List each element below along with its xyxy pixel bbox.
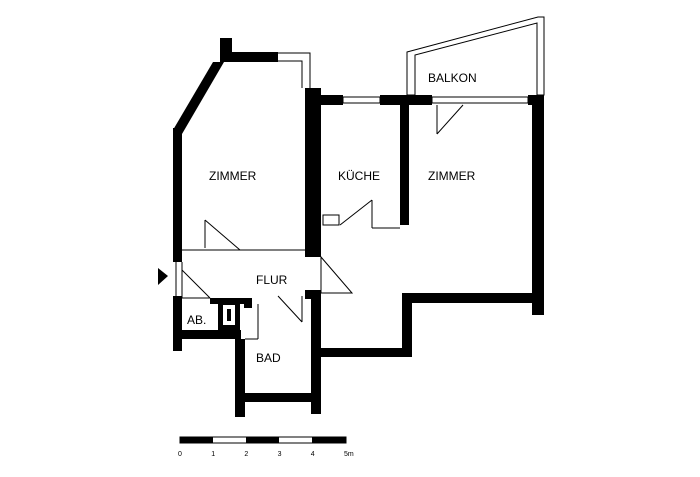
left-room-window	[278, 52, 311, 88]
scale-tick-label: 4	[311, 451, 315, 458]
corridor-walls	[305, 248, 321, 414]
scale-bar: 0 1 2 3 4 5m	[178, 436, 354, 458]
kitchen-walls	[305, 95, 412, 225]
room-label-zimmer-left: ZIMMER	[209, 169, 257, 183]
left-room-door	[182, 219, 305, 251]
balcony-outline	[406, 16, 545, 96]
entrance	[158, 262, 211, 299]
storage-shaft	[218, 300, 240, 330]
kitchen-door	[322, 199, 400, 229]
corridor-door	[277, 255, 354, 323]
scale-tick-label: 2	[244, 451, 248, 458]
room-label-flur: FLUR	[256, 273, 288, 287]
left-room-walls	[173, 38, 321, 262]
balcony-door	[436, 104, 464, 135]
entrance-arrow-icon	[158, 268, 168, 285]
scale-tick-label: 1	[211, 451, 215, 458]
bathroom-door	[245, 304, 259, 340]
right-room-window	[431, 96, 529, 104]
room-label-kueche: KÜCHE	[338, 169, 380, 183]
room-label-abstell: AB.	[187, 313, 206, 327]
scale-ticks: 0 1 2 3 4 5m	[178, 451, 354, 458]
room-label-bad: BAD	[256, 351, 281, 365]
right-room-walls	[318, 95, 544, 357]
scale-tick-label: 0	[178, 451, 182, 458]
bathroom-walls	[235, 298, 321, 417]
room-label-balkon: BALKON	[428, 71, 477, 85]
scale-tick-label: 5m	[344, 451, 354, 458]
kitchen-window	[342, 96, 381, 104]
scale-tick-label: 3	[278, 451, 282, 458]
room-label-zimmer-right: ZIMMER	[428, 169, 476, 183]
